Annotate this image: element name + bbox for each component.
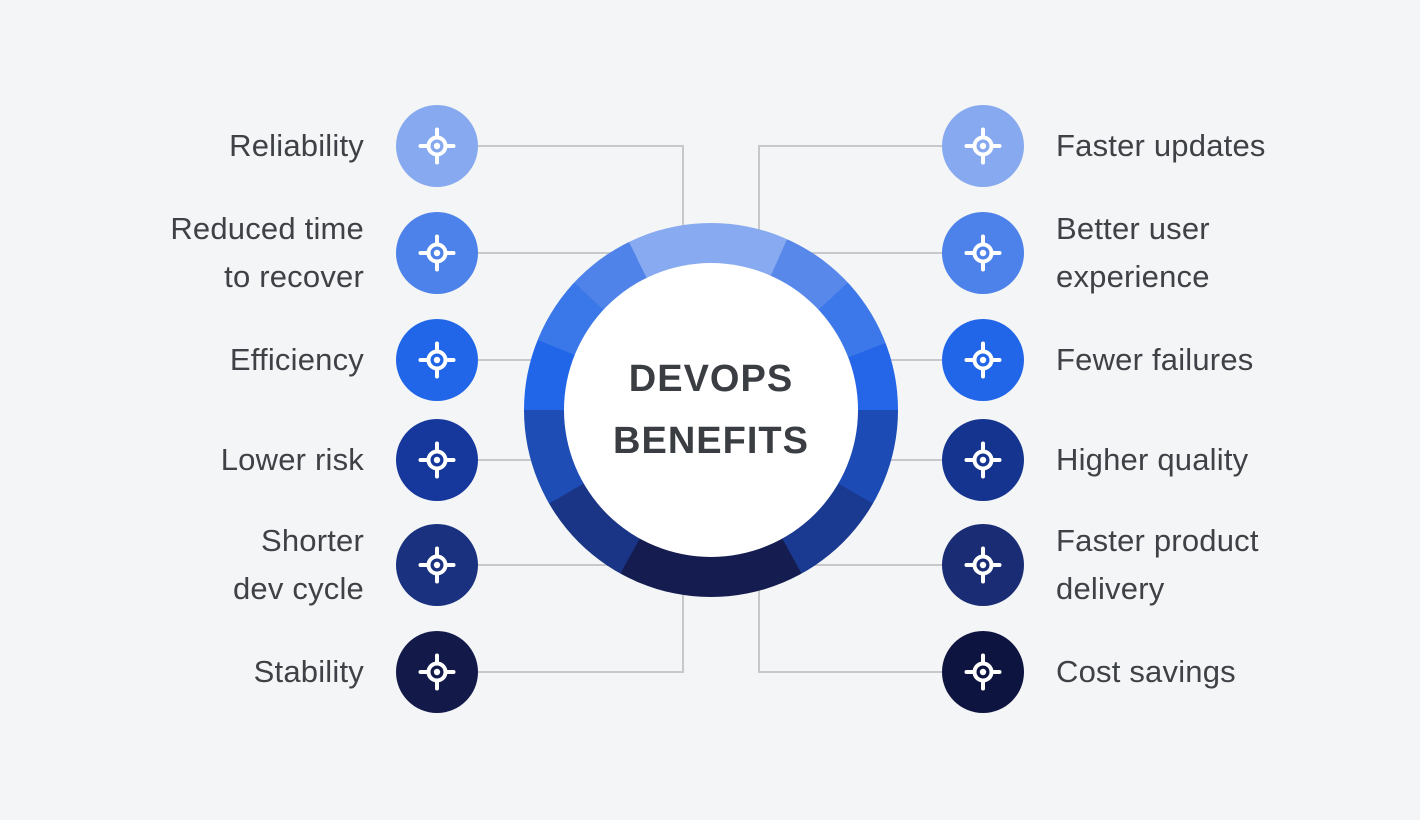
benefit-label: Shorter dev cycle bbox=[232, 523, 364, 606]
diagram-title-line1: DEVOPS bbox=[628, 358, 794, 400]
target-icon bbox=[418, 234, 456, 272]
benefit-row-reduced-time: Reduced time to recover bbox=[0, 211, 478, 294]
target-icon-circle bbox=[396, 105, 478, 187]
benefit-label: Lower risk bbox=[220, 442, 364, 477]
target-icon-circle bbox=[942, 631, 1024, 713]
benefit-label: Faster product delivery bbox=[1056, 523, 1259, 606]
target-icon bbox=[964, 653, 1002, 691]
benefit-label: Faster updates bbox=[1056, 128, 1266, 163]
target-icon bbox=[418, 341, 456, 379]
benefit-label: Better user experience bbox=[1056, 211, 1210, 294]
diagram-title-line2: BENEFITS bbox=[613, 420, 809, 462]
benefit-row-higher-quality: Higher quality bbox=[942, 419, 1420, 501]
benefit-row-lower-risk: Lower risk bbox=[0, 419, 478, 501]
target-icon-circle bbox=[942, 319, 1024, 401]
benefit-row-shorter-dev-cycle: Shorter dev cycle bbox=[0, 523, 478, 606]
benefit-label: Efficiency bbox=[229, 342, 364, 377]
target-icon bbox=[964, 441, 1002, 479]
benefit-row-faster-updates: Faster updates bbox=[942, 105, 1420, 187]
benefit-row-faster-product-delivery: Faster product delivery bbox=[942, 523, 1420, 606]
target-icon-circle bbox=[942, 105, 1024, 187]
benefit-label: Reliability bbox=[229, 128, 364, 163]
benefit-label: Reduced time to recover bbox=[170, 211, 364, 294]
benefit-row-stability: Stability bbox=[0, 631, 478, 713]
benefit-label: Higher quality bbox=[1056, 442, 1249, 477]
ring-center: DEVOPS BENEFITS bbox=[564, 263, 858, 557]
target-icon bbox=[418, 653, 456, 691]
benefit-row-fewer-failures: Fewer failures bbox=[942, 319, 1420, 401]
benefit-label: Fewer failures bbox=[1056, 342, 1254, 377]
benefit-row-cost-savings: Cost savings bbox=[942, 631, 1420, 713]
benefit-row-better-user-experience: Better user experience bbox=[942, 211, 1420, 294]
target-icon-circle bbox=[942, 419, 1024, 501]
benefit-label: Cost savings bbox=[1056, 654, 1236, 689]
target-icon bbox=[964, 546, 1002, 584]
target-icon-circle bbox=[396, 631, 478, 713]
target-icon bbox=[964, 341, 1002, 379]
target-icon-circle bbox=[396, 319, 478, 401]
target-icon-circle bbox=[396, 524, 478, 606]
target-icon bbox=[964, 127, 1002, 165]
target-icon bbox=[418, 546, 456, 584]
target-icon-circle bbox=[396, 212, 478, 294]
target-icon-circle bbox=[942, 524, 1024, 606]
benefit-label: Stability bbox=[253, 654, 364, 689]
target-icon-circle bbox=[396, 419, 478, 501]
target-icon bbox=[964, 234, 1002, 272]
target-icon bbox=[418, 127, 456, 165]
benefit-row-reliability: Reliability bbox=[0, 105, 478, 187]
benefit-row-efficiency: Efficiency bbox=[0, 319, 478, 401]
benefits-donut-ring: DEVOPS BENEFITS bbox=[524, 223, 898, 597]
target-icon bbox=[418, 441, 456, 479]
target-icon-circle bbox=[942, 212, 1024, 294]
